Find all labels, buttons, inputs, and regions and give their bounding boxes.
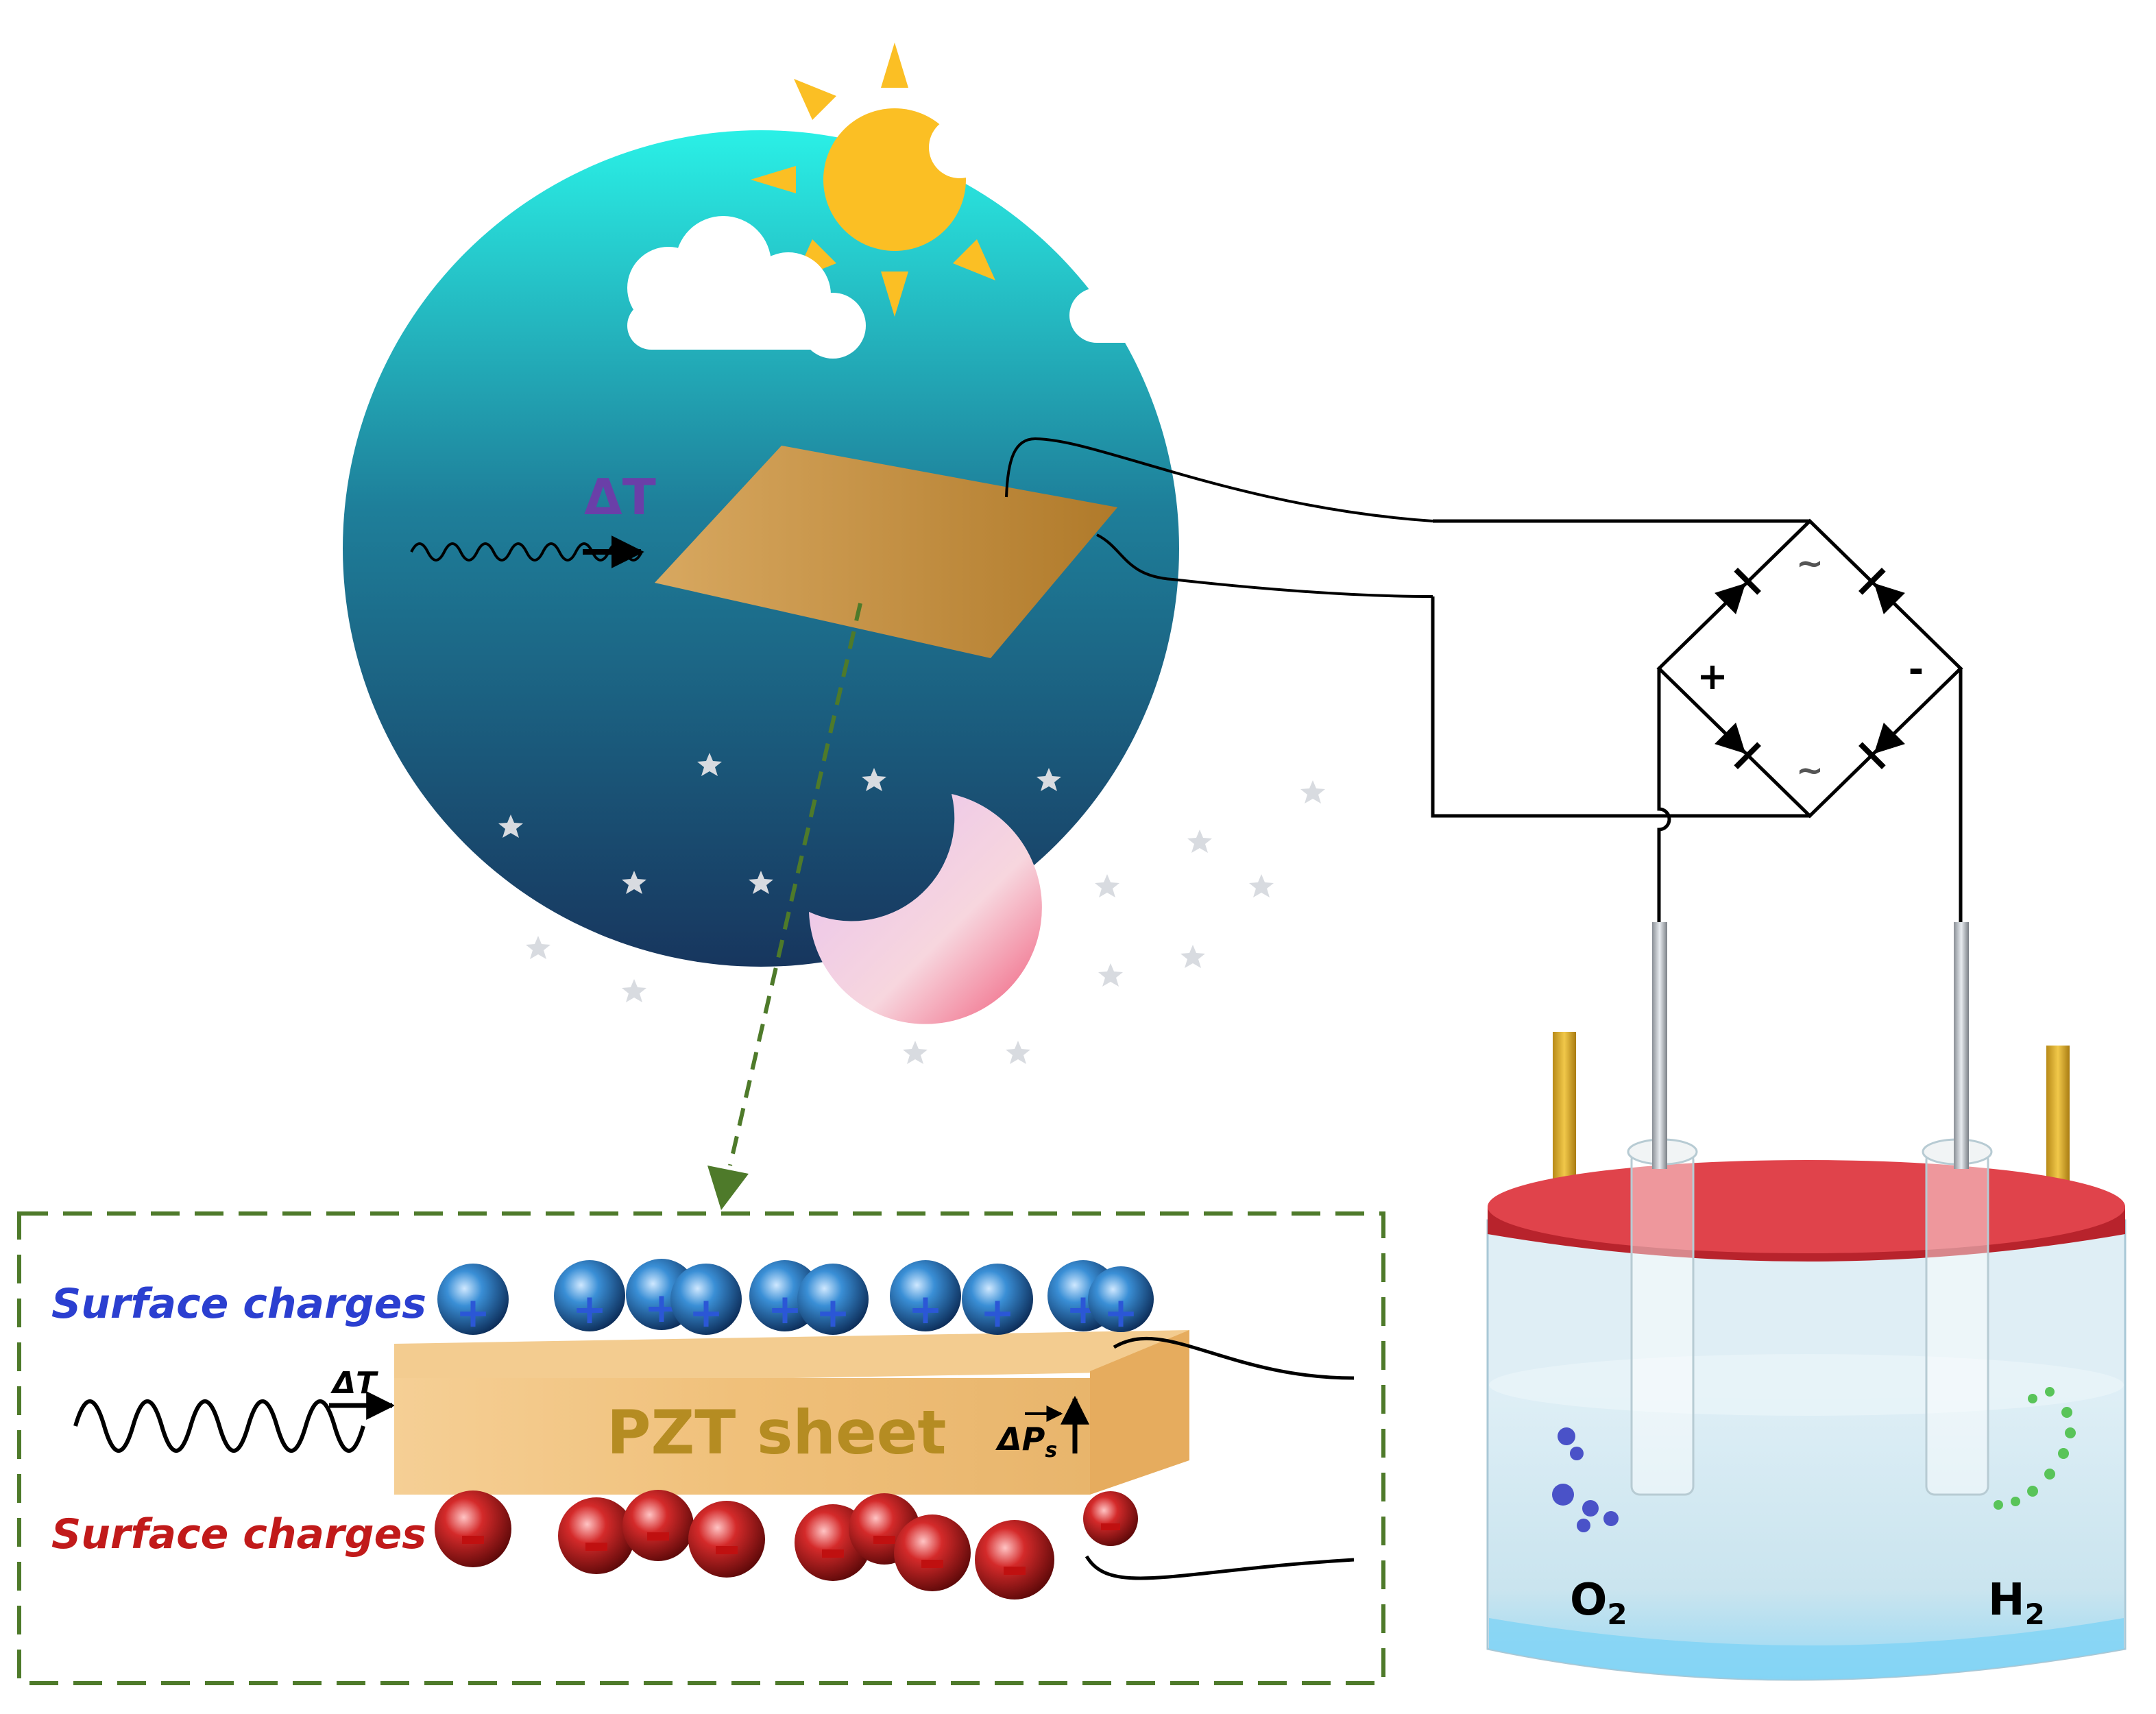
bridge-minus-sign: - [1909, 648, 1924, 691]
diode-icon [1715, 723, 1761, 769]
electrode-rod-left [1652, 922, 1667, 1169]
positive-charge: + [1088, 1266, 1154, 1337]
cell-base-glow [1489, 1618, 2124, 1680]
plate-wire-top [1005, 437, 1433, 522]
svg-text:+: + [572, 1286, 607, 1333]
polarization-label: ΔPs [995, 1421, 1057, 1462]
hydrogen-label: H2 [1988, 1575, 2045, 1631]
plate-wire-bottom [1096, 533, 1433, 598]
surface-charges-top-label: Surface charges [51, 1280, 426, 1328]
positive-charge: + [670, 1264, 742, 1337]
inset-wire-top [1113, 1336, 1355, 1380]
negative-charge [1083, 1491, 1138, 1546]
star-icon [1006, 1041, 1030, 1064]
star-icon [749, 871, 773, 894]
star-icon [903, 1041, 928, 1064]
zoom-arrow-head [707, 1166, 749, 1210]
svg-text:+: + [689, 1289, 723, 1337]
cell-water [1489, 1385, 2124, 1679]
diode-icon [1858, 568, 1905, 614]
electrolysis-cell: O2 H2 [1486, 922, 2127, 1681]
positive-charge: + [797, 1264, 869, 1337]
pzt-sheet-label: PZT sheet [607, 1397, 946, 1468]
negative-charge [558, 1497, 635, 1574]
cloud-icon-right [1069, 187, 1268, 343]
negative-charge [688, 1501, 765, 1578]
diodes [1715, 568, 1905, 769]
cell-water-surface [1489, 1354, 2124, 1416]
svg-text:+: + [816, 1289, 850, 1337]
star-icon [622, 871, 646, 894]
star-icon [1249, 874, 1274, 897]
star-icon [1180, 945, 1205, 968]
sky-delta-t-label: ΔT [584, 468, 656, 526]
star-icon [1095, 874, 1119, 897]
ac-symbol-top: ~ [1796, 544, 1824, 583]
svg-text:+: + [456, 1289, 490, 1337]
negative-charge [622, 1490, 694, 1561]
star-icon [1098, 963, 1123, 987]
bridge-rectifier [1431, 518, 1963, 922]
oxygen-label: O2 [1570, 1575, 1627, 1631]
star-icon [862, 768, 886, 791]
inset-detail: ΔT PZT sheet ΔPs Surface charges Surface… [17, 1211, 1385, 1685]
svg-text:+: + [908, 1286, 943, 1333]
positive-charge: + [437, 1264, 509, 1337]
positive-charge: + [962, 1264, 1033, 1337]
pzt-plate [655, 446, 1117, 658]
diode-icon [1715, 568, 1761, 614]
wire-positive-out [1657, 668, 1671, 922]
star-icon [1037, 768, 1061, 791]
electrode-tube-right [1925, 1150, 1989, 1496]
positive-charges: + + + + + + + + + + [437, 1259, 1154, 1337]
bridge-plus-sign: + [1697, 655, 1728, 698]
negative-charge [975, 1520, 1054, 1600]
svg-text:+: + [980, 1289, 1015, 1337]
positive-charge: + [554, 1260, 625, 1333]
inset-heat-wave [73, 1399, 365, 1453]
star-icon [1300, 780, 1325, 804]
bridge-diamond [1656, 518, 1963, 819]
svg-text:+: + [768, 1286, 802, 1333]
stars [498, 753, 1325, 1064]
star-icon [622, 979, 646, 1002]
star-icon [526, 936, 550, 959]
electrode-rod-right [1954, 922, 1969, 1169]
zoom-dashed-line [728, 603, 862, 1166]
star-icon [1187, 830, 1212, 853]
pzt-block-top [394, 1330, 1189, 1385]
wire-bottom-feed [1431, 596, 1810, 818]
moon-icon [809, 794, 1042, 1024]
cloud-icon-left [627, 216, 866, 359]
negative-charge [894, 1514, 971, 1591]
star-icon [498, 814, 523, 838]
svg-text:+: + [1104, 1289, 1138, 1337]
inset-wire-bottom [1085, 1555, 1355, 1580]
pzt-block-front [394, 1378, 1090, 1495]
inset-delta-t-label: ΔT [330, 1366, 378, 1401]
negative-charge [435, 1490, 511, 1567]
star-icon [697, 753, 722, 776]
negative-charges [435, 1490, 1138, 1600]
sky-globe: ΔT [343, 41, 1433, 1064]
oxygen-bubbles [1552, 1427, 1619, 1532]
electrode-tube-left [1630, 1150, 1695, 1496]
cloud-icon-top-right [929, 41, 1121, 209]
heat-wave [410, 542, 643, 562]
diode-icon [1858, 723, 1905, 769]
ac-symbol-bottom: ~ [1796, 751, 1824, 790]
surface-charges-bottom-label: Surface charges [51, 1510, 426, 1558]
pzt-block-side [1090, 1330, 1189, 1495]
hydrogen-bubbles [1994, 1387, 2076, 1510]
cell-lid-top [1488, 1160, 2125, 1253]
positive-charge: + [890, 1260, 961, 1333]
inset-border [17, 1211, 1385, 1685]
